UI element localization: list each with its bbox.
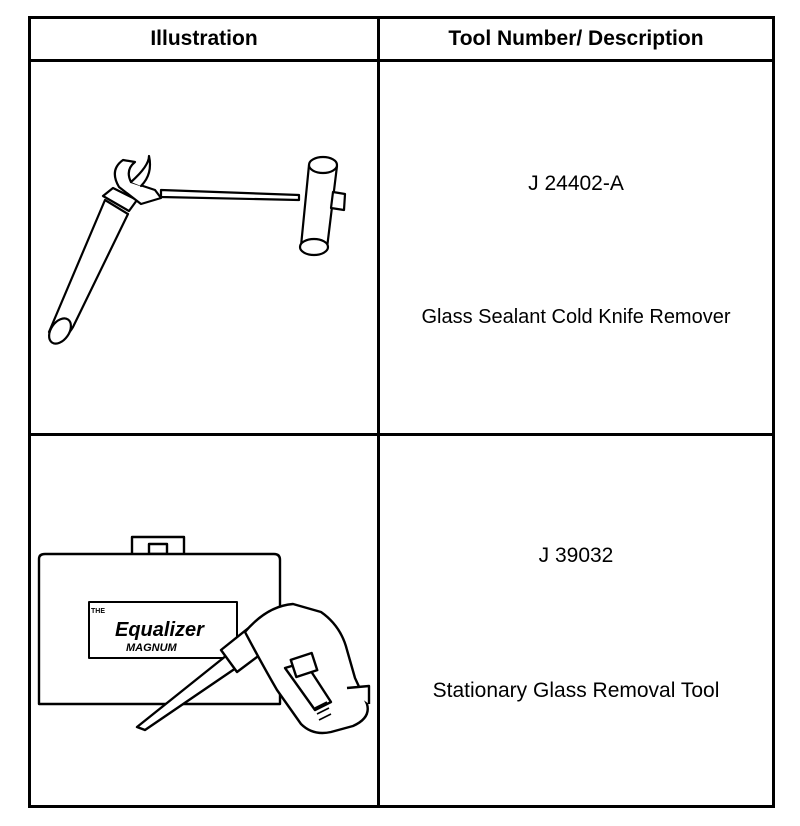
tool-number-1: J 24402-A xyxy=(528,172,624,195)
column-divider xyxy=(377,19,380,805)
tool-table: Illustration Tool Number/ Description xyxy=(28,16,775,808)
glass-removal-tool-illustration: THE Equalizer MAGNUM xyxy=(31,436,377,805)
case-label-brand: Equalizer xyxy=(115,619,205,641)
header-tool-description: Tool Number/ Description xyxy=(448,27,704,50)
case-label-model: MAGNUM xyxy=(126,642,178,654)
case-label-the: THE xyxy=(91,608,105,615)
header-illustration: Illustration xyxy=(150,27,258,50)
tool-description-2: Stationary Glass Removal Tool xyxy=(432,679,720,702)
header-divider xyxy=(31,59,772,62)
tool-description-1: Glass Sealant Cold Knife Remover xyxy=(421,306,731,328)
row-divider xyxy=(31,433,772,436)
tool-number-2: J 39032 xyxy=(538,544,614,567)
cold-knife-remover-illustration xyxy=(31,62,377,433)
